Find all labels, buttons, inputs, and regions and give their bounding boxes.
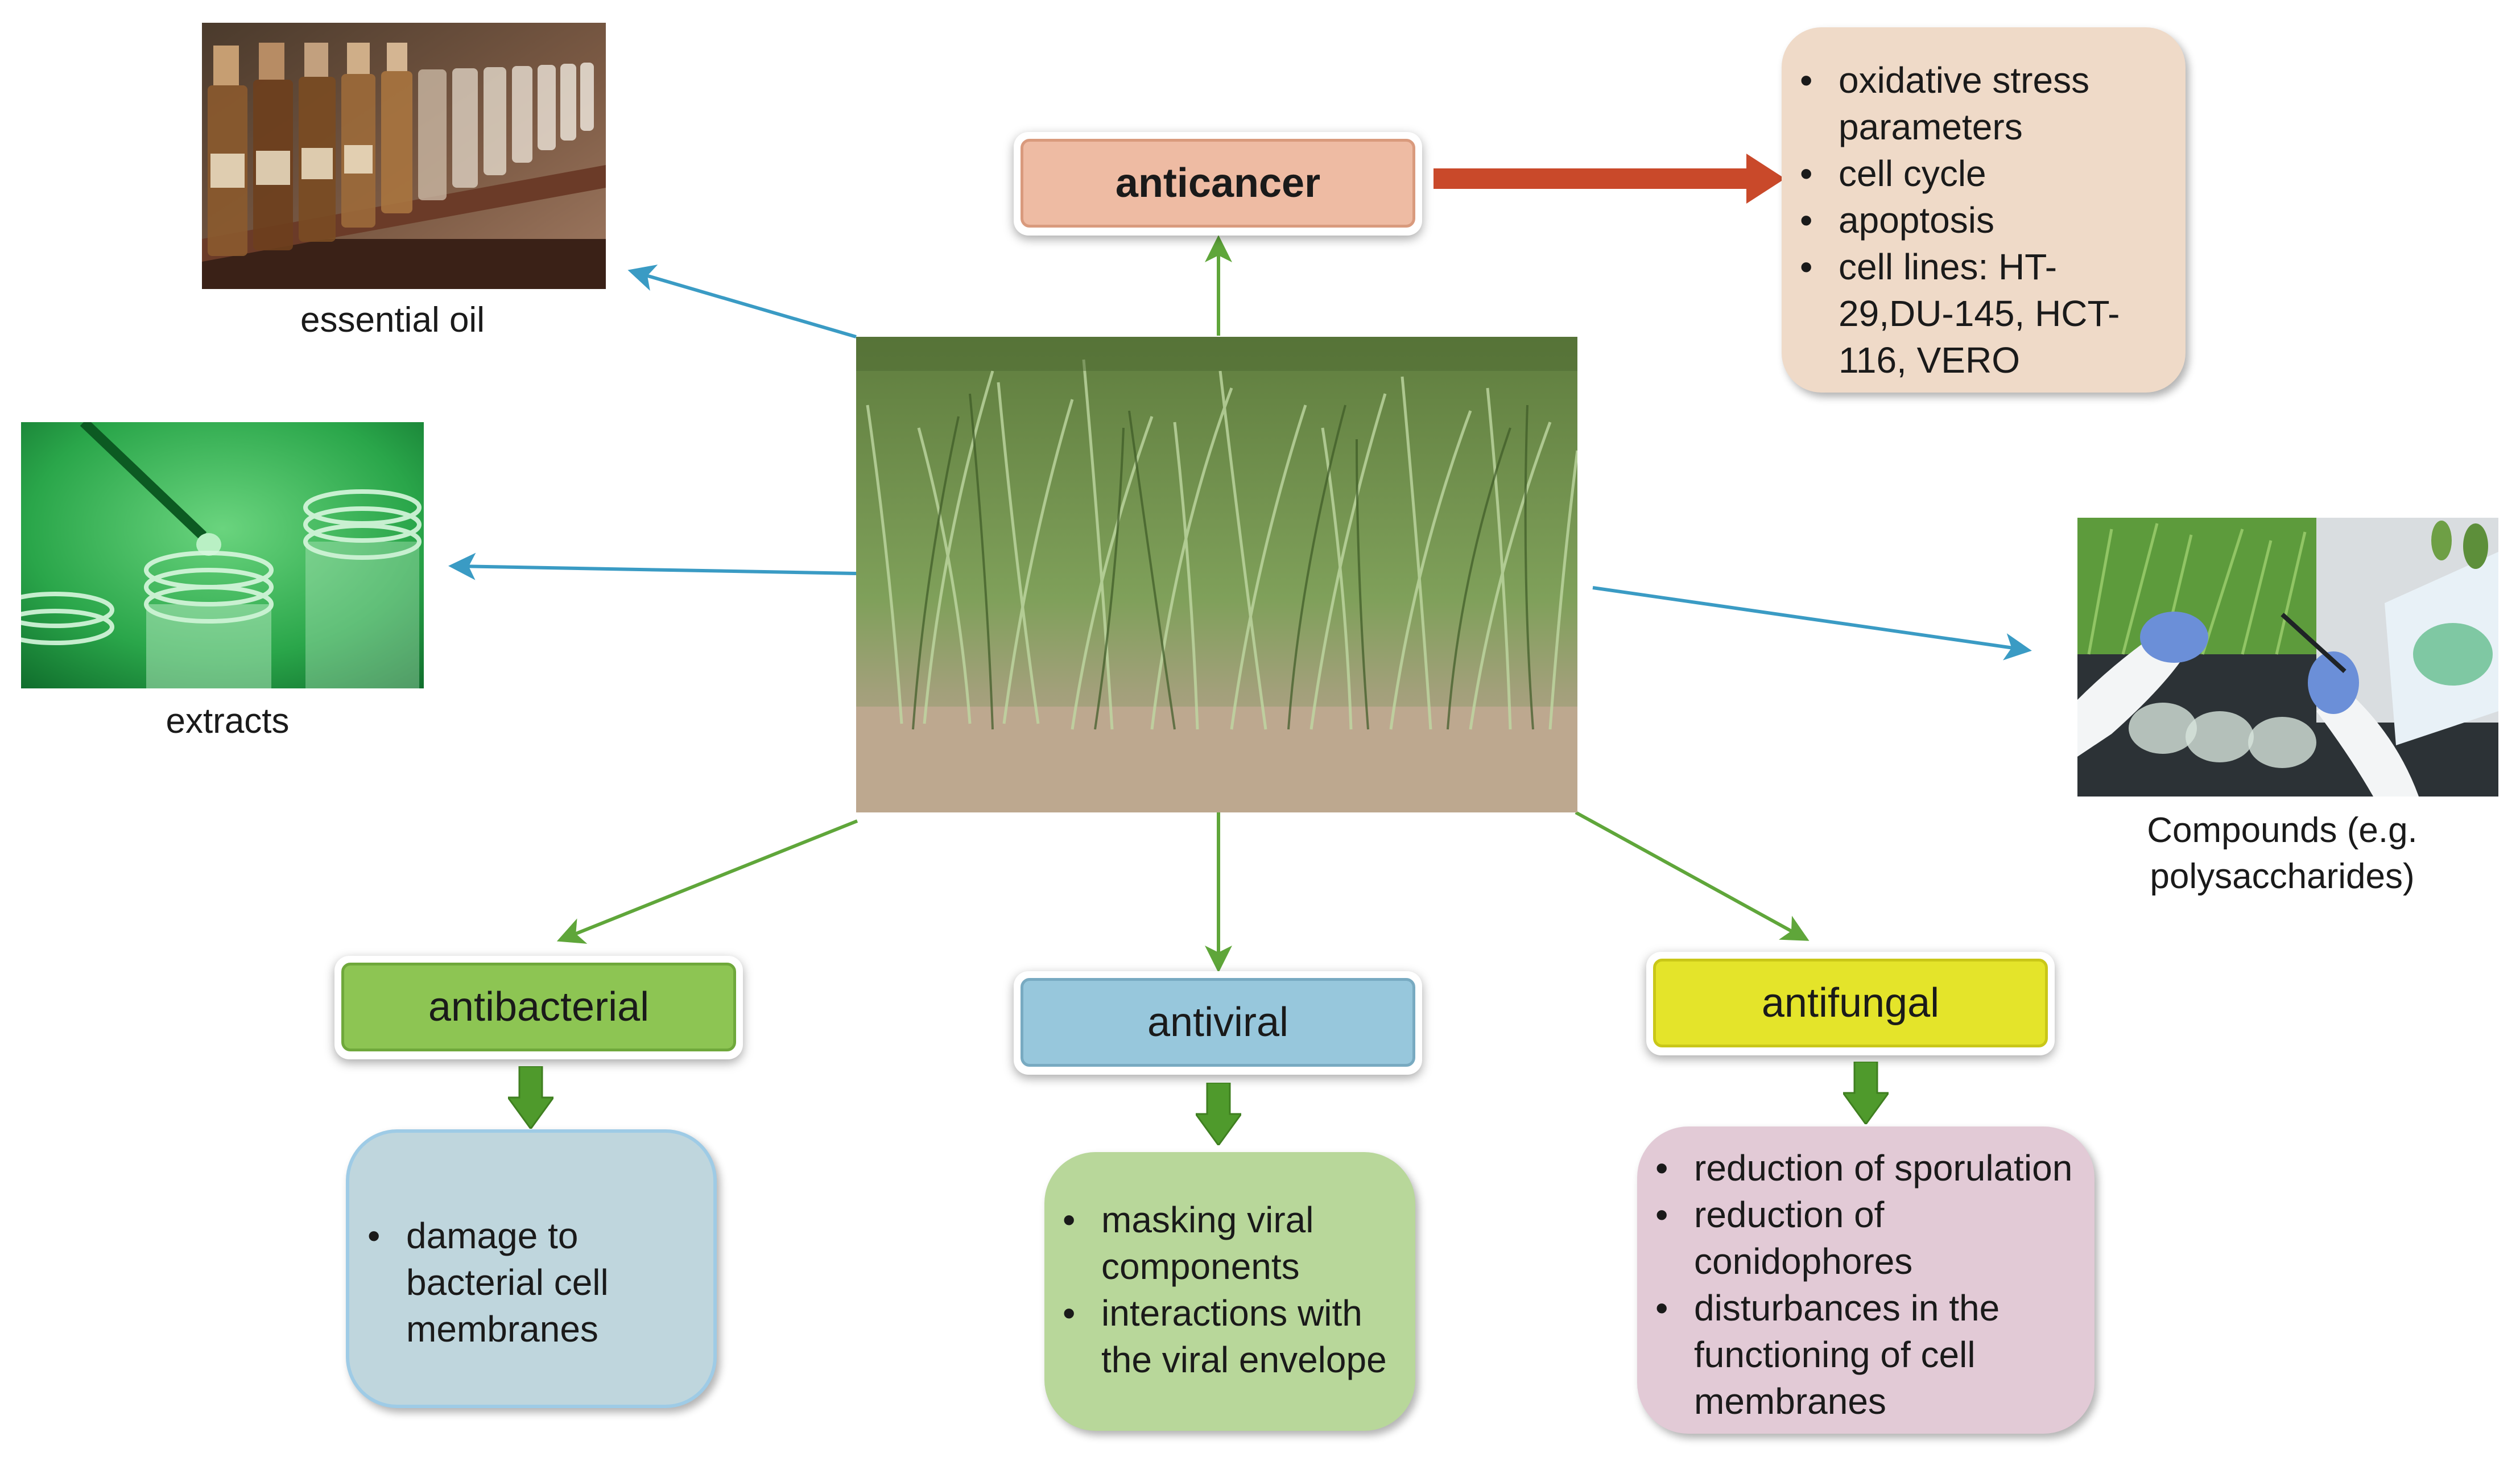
arrow-to-compounds [1592,586,2032,661]
antiviral-label-box: antiviral [1014,971,1422,1075]
antifungal-label: antifungal [1653,959,2048,1047]
compounds-caption: Compounds (e.g. polysaccharides) [2060,808,2504,899]
anticancer-effect-item: cell lines: HT-29,DU-145, HCT-116, VERO [1787,244,2174,383]
arrow-to-antibacterial [556,819,858,944]
compounds-caption-line-2: polysaccharides) [2150,856,2415,896]
lemongrass-plant-photo [856,337,1577,812]
antifungal-effects-box: reduction of sporulation reduction ofcon… [1637,1126,2095,1434]
arrow-to-essential-oil [627,265,857,339]
antifungal-label-box: antifungal [1646,952,2055,1055]
anticancer-label: anticancer [1021,139,1415,228]
extracts-caption: extracts [166,701,290,741]
extracts-photo [21,422,424,688]
essential-oil-photo [202,23,606,289]
anticancer-effect-item: apoptosis [1787,197,2174,244]
antiviral-label: antiviral [1021,978,1415,1067]
down-arrow-antiviral [1196,1083,1241,1145]
antibacterial-label: antibacterial [341,963,736,1051]
anticancer-effect-item: cell cycle [1787,150,2174,197]
down-arrow-antifungal [1843,1062,1889,1124]
compounds-photo [2077,518,2498,797]
anticancer-label-box: anticancer [1014,132,1422,236]
down-arrow-antibacterial [508,1066,553,1129]
arrow-to-antifungal [1575,811,1810,941]
antifungal-effect-item: reduction of sporulation [1643,1145,2095,1191]
compounds-caption-line-1: Compounds (e.g. [2147,811,2418,850]
arrow-to-extracts [448,552,857,580]
arrow-anticancer-effects [1433,154,1785,204]
essential-oil-caption: essential oil [300,300,485,340]
antibacterial-label-box: antibacterial [334,956,743,1059]
